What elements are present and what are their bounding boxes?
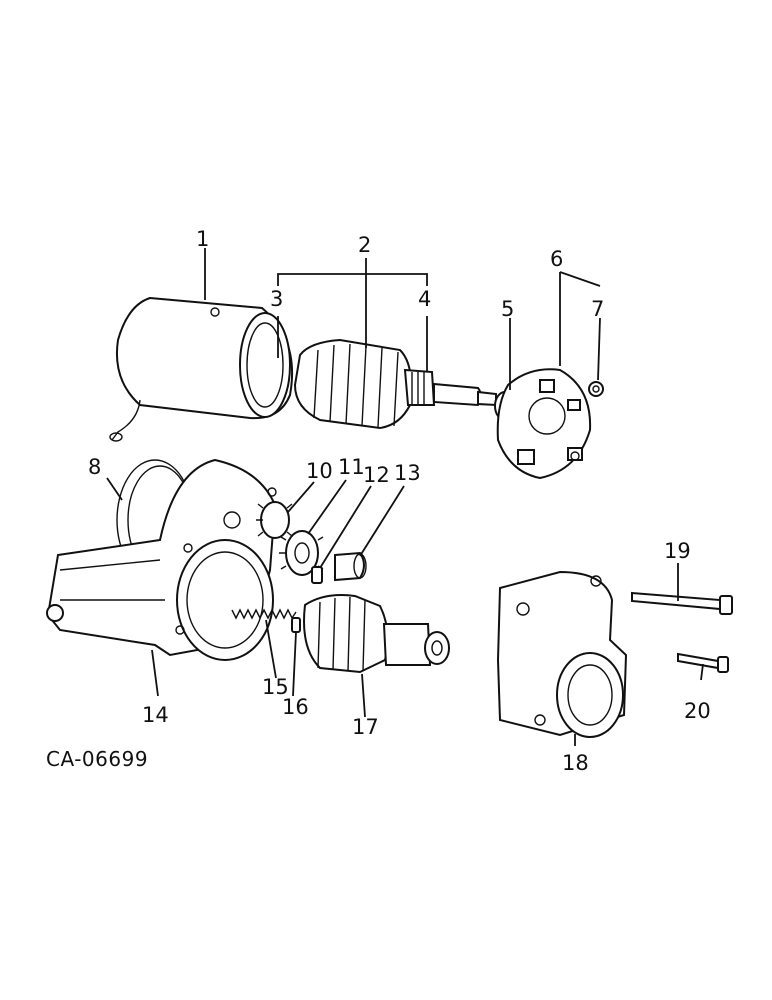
callout-19: 19: [664, 539, 691, 563]
callout-3: 3: [270, 287, 283, 311]
part-14-housing: [46, 458, 277, 661]
part-7-screw: [588, 381, 604, 397]
part-2-armature: [293, 338, 497, 430]
callout-12: 12: [363, 463, 390, 487]
reference-code: CA-06699: [46, 747, 148, 771]
part-19-bolt: [631, 591, 733, 615]
leader-lines: [106, 248, 704, 746]
callout-20: 20: [684, 699, 711, 723]
part-20-bolt: [677, 652, 729, 673]
part-12-pin: [311, 566, 323, 584]
callout-15: 15: [262, 675, 289, 699]
part-15-spring: [231, 608, 297, 620]
callout-8: 8: [88, 455, 101, 479]
callout-6: 6: [550, 247, 563, 271]
callout-16: 16: [282, 695, 309, 719]
callout-labels: 1 2 3 4 5 6 7 8 10 11 12 13 14 15 16 17 …: [88, 227, 711, 775]
callout-14: 14: [142, 703, 169, 727]
part-13-bushing: [334, 551, 367, 582]
part-6-brush-holder: [496, 368, 592, 480]
part-16-pin: [291, 617, 301, 633]
callout-10: 10: [306, 459, 333, 483]
part-18-drive-end-housing: [496, 570, 628, 738]
callout-2: 2: [358, 233, 371, 257]
part-1-field-frame: [109, 296, 294, 442]
part-17-drive: [303, 594, 450, 674]
callout-18: 18: [562, 751, 589, 775]
part-11-gear: [279, 530, 324, 576]
callout-5: 5: [501, 297, 514, 321]
callout-7: 7: [591, 297, 604, 321]
callout-11: 11: [338, 455, 365, 479]
callout-1: 1: [196, 227, 209, 251]
callout-4: 4: [418, 287, 431, 311]
callout-13: 13: [394, 461, 421, 485]
callout-17: 17: [352, 715, 379, 739]
part-10-gear: [256, 501, 293, 539]
